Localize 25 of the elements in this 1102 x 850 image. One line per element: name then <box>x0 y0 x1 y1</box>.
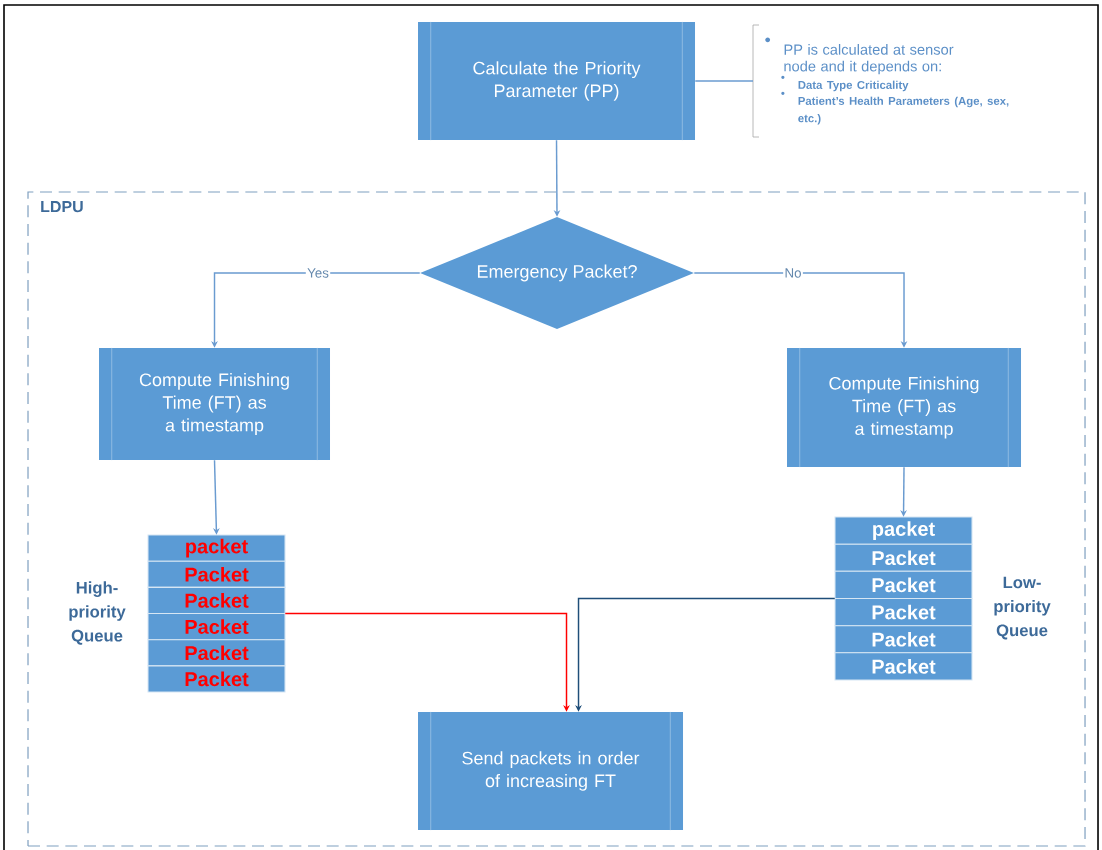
arrow <box>693 272 908 348</box>
edge-label: No <box>783 267 803 279</box>
queue-cell: Packet <box>147 586 286 615</box>
queue-cell: Packet <box>834 543 973 572</box>
edge-label: Yes <box>305 267 331 279</box>
queue-label: High-priority Queue <box>69 581 126 645</box>
arrow <box>284 612 570 712</box>
note-text: PP is calculated at sensor node and it depends on: Data Type Criticality Patient’s Health Parameters (Age, sex, etc.) <box>765 37 1009 125</box>
queue-stack <box>834 516 973 681</box>
queue-stack <box>147 534 286 693</box>
process-box: Calculate the Priority Parameter (PP) <box>418 21 695 141</box>
queue-cell: Packet <box>147 560 286 588</box>
queue-cell: packet <box>834 516 973 545</box>
queue-cell: Packet <box>147 639 286 667</box>
queue-cell: Packet <box>834 625 973 654</box>
queue-cell: Packet <box>147 665 286 693</box>
queue-cell: Packet <box>834 570 973 600</box>
process-box: Compute Finishing Time (FT) as a timestamp <box>99 347 330 461</box>
queue-cell: packet <box>147 534 286 562</box>
process-box: Compute Finishing Time (FT) as a timestamp <box>787 347 1021 468</box>
process-box: Send packets in order of increasing FT <box>418 711 683 831</box>
queue-cell: Packet <box>834 597 973 627</box>
queue-cell: Packet <box>147 612 286 641</box>
queue-cell: Packet <box>834 652 973 681</box>
queue-label: Low-priority Queue <box>994 576 1051 640</box>
